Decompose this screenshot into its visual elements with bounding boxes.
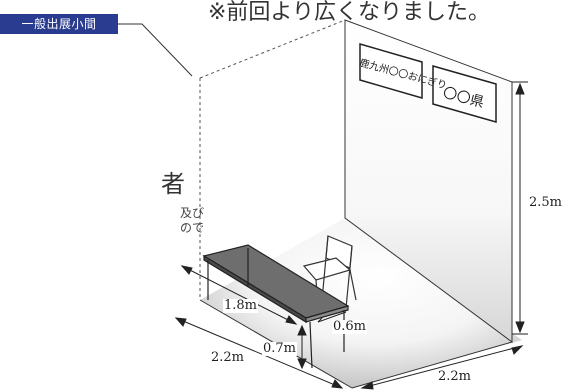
sign-left-board bbox=[359, 43, 423, 99]
cutoff-heading-fragment: 者 bbox=[161, 170, 185, 198]
floor-right-edge bbox=[351, 341, 513, 389]
sign-right-board bbox=[432, 65, 497, 123]
booth-width-right-label: 2.2m bbox=[437, 369, 473, 384]
booth-width-left-label: 2.2m bbox=[210, 350, 246, 365]
callout-line bbox=[118, 23, 193, 77]
folding-chair bbox=[302, 235, 357, 309]
booth-type-badge: 一般出展小間 bbox=[0, 14, 118, 34]
dimension-lines bbox=[174, 81, 528, 390]
expanded-notice: ※前回より広くなりました。 bbox=[208, 0, 490, 25]
cutoff-text-line-1: 及び bbox=[180, 206, 205, 220]
left-top-dashed-edge bbox=[199, 19, 346, 79]
folding-table bbox=[202, 244, 350, 369]
booth-height-label: 2.5m bbox=[528, 195, 564, 210]
table-length-label: 1.8m bbox=[223, 298, 259, 313]
table-depth-label: 0.6m bbox=[332, 319, 368, 334]
cutoff-text-line-2: ので bbox=[180, 221, 205, 235]
table-height-label: 0.7m bbox=[262, 341, 298, 356]
